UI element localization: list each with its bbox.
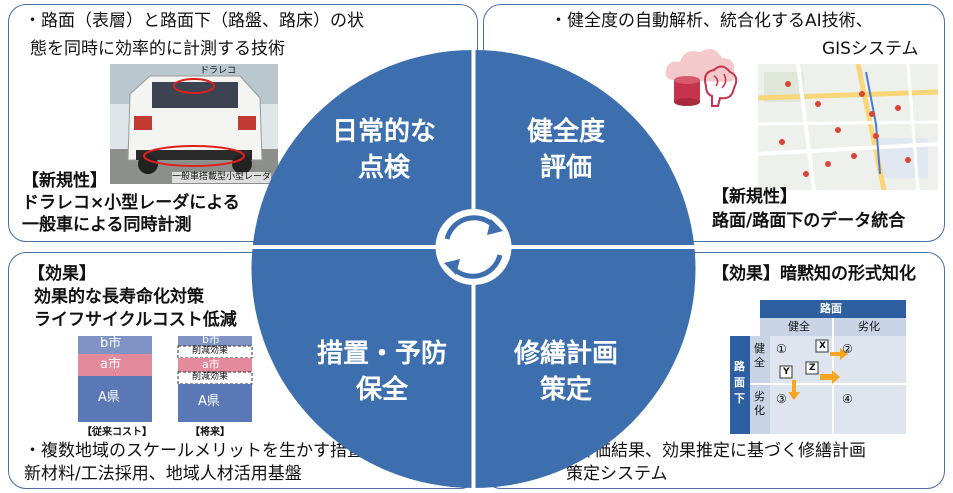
tl-desc-line-1: ・路面（表層）と路面下（路盤、路床）の状 bbox=[24, 11, 364, 31]
matrix-marker-x: X bbox=[819, 341, 826, 351]
tr-novelty-line-1: 路面/路面下のデータ統合 bbox=[712, 211, 906, 231]
quadrant-repair-plan-line-1: 修繕計画 bbox=[513, 339, 618, 369]
condition-matrix: 路面 健全 劣化 路 面 下 健全 劣化 ① ② ③ ④ X Y Z bbox=[730, 300, 906, 434]
tr-desc-line-1: ・健全度の自動解析、統合化するAI技術、 bbox=[550, 11, 873, 31]
quadrant-repair-plan-line-2: 策定 bbox=[539, 375, 592, 405]
bar-right-reduction-2: 削減効果 bbox=[192, 372, 229, 382]
photo-label-radar: 一般車搭載型小型レーダ bbox=[172, 172, 272, 183]
matrix-marker-z: Z bbox=[809, 363, 816, 373]
bar-left-a-city: a市 bbox=[100, 357, 121, 372]
tl-desc-line-2: 態を同時に効率的に計測する技術 bbox=[30, 39, 285, 59]
matrix-row-header-1: 路 bbox=[734, 360, 745, 373]
cycle-circle: 日常的な 点検 健全度 評価 措置・予防 保全 修繕計画 策定 bbox=[251, 49, 696, 489]
matrix-col-healthy: 健全 bbox=[788, 320, 810, 333]
ai-brain-icon bbox=[662, 42, 744, 112]
matrix-row-degraded: 劣化 bbox=[754, 390, 765, 417]
bar-caption-current: 【従来コスト】 bbox=[82, 427, 152, 438]
bl-effect-line-2: ライフサイクルコスト低減 bbox=[34, 310, 237, 330]
bar-right-a-pref: A県 bbox=[198, 394, 220, 409]
photo-label-dashcam: ドラレコ bbox=[200, 66, 237, 76]
matrix-row-header-3: 下 bbox=[734, 392, 745, 405]
gis-map bbox=[757, 63, 939, 191]
bar-right-a-city: a市 bbox=[202, 358, 220, 371]
br-desc-line-2: 策定システム bbox=[566, 464, 668, 484]
br-effect-title: 【効果】暗黙知の形式知化 bbox=[712, 264, 916, 284]
quadrant-evaluation-line-2: 評価 bbox=[539, 153, 592, 183]
quadrant-inspection-line-1: 日常的な bbox=[331, 117, 436, 147]
bar-caption-future: 【将来】 bbox=[190, 427, 230, 438]
matrix-marker-y: Y bbox=[783, 367, 790, 377]
br-desc-line-1: ・評価結果、効果推定に基づく修繕計画 bbox=[560, 441, 866, 461]
tr-novelty-title: 【新規性】 bbox=[712, 187, 797, 207]
bl-desc-line-1: ・複数地域のスケールメリットを生かす措置 bbox=[24, 441, 364, 461]
bar-left-b-city: b市 bbox=[100, 336, 122, 351]
matrix-col-degraded: 劣化 bbox=[858, 320, 880, 333]
bar-left-a-pref: A県 bbox=[98, 390, 120, 405]
matrix-cell-2: ② bbox=[842, 342, 853, 356]
bl-effect-title: 【効果】 bbox=[28, 264, 96, 284]
matrix-cell-3: ③ bbox=[776, 392, 787, 406]
quadrant-maintenance-line-2: 保全 bbox=[355, 375, 408, 405]
quadrant-inspection-line-2: 点検 bbox=[357, 153, 410, 183]
tl-novelty-line-1: ドラレコ×小型レーダによる bbox=[22, 193, 240, 213]
matrix-cell-1: ① bbox=[776, 342, 787, 356]
cost-bar-chart: b市 a市 A県 b市 削減効果 a市 削減効果 A県 【従来コスト】 【将来】 bbox=[78, 333, 262, 446]
bar-right-reduction-1: 削減効果 bbox=[192, 346, 229, 356]
bar-right-b-city: b市 bbox=[202, 333, 220, 346]
car-photo: ドラレコ 一般車搭載型小型レーダ bbox=[110, 64, 278, 184]
matrix-row-header-2: 面 bbox=[734, 376, 745, 389]
matrix-header-surface: 路面 bbox=[820, 302, 842, 315]
matrix-cell-4: ④ bbox=[842, 392, 853, 406]
tl-novelty-line-2: 一般車による同時計測 bbox=[22, 215, 192, 235]
quadrant-evaluation-line-1: 健全度 bbox=[526, 117, 605, 147]
bl-desc-line-2: 新材料/工法採用、地域人材活用基盤 bbox=[24, 464, 302, 484]
quadrant-maintenance-line-1: 措置・予防 bbox=[316, 339, 447, 369]
tl-novelty-title: 【新規性】 bbox=[22, 171, 107, 191]
tr-desc-line-2: GISシステム bbox=[822, 39, 919, 59]
matrix-row-healthy: 健全 bbox=[754, 342, 765, 369]
bl-effect-line-1: 効果的な長寿命化対策 bbox=[34, 287, 204, 307]
